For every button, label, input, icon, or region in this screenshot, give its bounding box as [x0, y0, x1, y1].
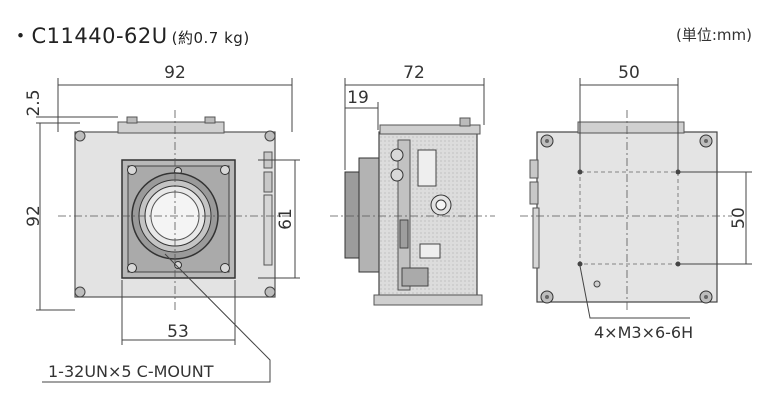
screw-hole [675, 261, 681, 267]
back-width-dim: 50 [618, 63, 640, 83]
front-bottom-dim: 53 [167, 322, 189, 342]
weight-label: (約0.7 kg) [171, 29, 250, 47]
side-view: 72 19 [330, 63, 495, 306]
front-view: 92 92 2.5 61 53 1-32UN×5 C-MOUNT [24, 63, 300, 383]
screw-hole [675, 169, 681, 175]
side-offset-dim: 19 [347, 88, 369, 108]
product-title: ・C11440-62U(約0.7 kg) [10, 20, 250, 50]
c-mount-label: 1-32UN×5 C-MOUNT [48, 362, 214, 381]
top-offset-dim: 2.5 [24, 89, 44, 116]
side-depth-dim: 72 [403, 63, 425, 83]
model-name: ・C11440-62U [10, 24, 168, 48]
mount-inner-dim: 61 [276, 208, 296, 230]
unit-label: (単位:mm) [676, 26, 752, 44]
front-height-dim: 92 [24, 205, 44, 227]
screw-spec-label: 4×M3×6-6H [594, 323, 693, 342]
front-top-ridge [117, 121, 225, 134]
front-width-dim: 92 [164, 63, 186, 83]
screw-hole [577, 169, 583, 175]
back-height-dim: 50 [729, 207, 749, 229]
back-view: 50 50 4×M3×6-6H [520, 63, 752, 342]
side-lens-flange [344, 171, 360, 259]
screw-hole [577, 261, 583, 267]
